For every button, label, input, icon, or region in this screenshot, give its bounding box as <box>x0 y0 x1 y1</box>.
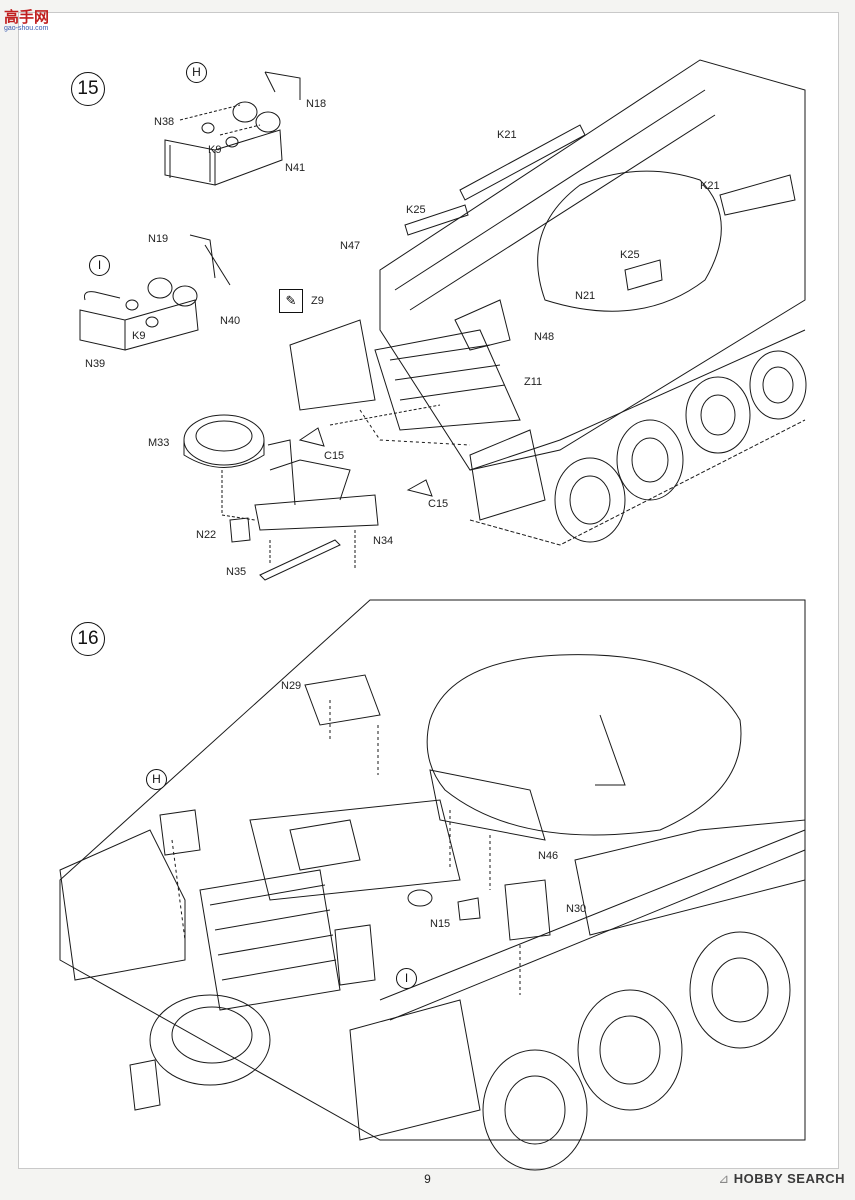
step-16-number: 16 <box>71 622 105 656</box>
hull-step16-illustration <box>59 599 806 1171</box>
part-label: K21 <box>497 129 517 141</box>
page-frame <box>18 12 839 1169</box>
part-label: N19 <box>148 233 169 245</box>
light-guard-h-illustration <box>164 71 301 186</box>
subassembly-i-marker: I <box>89 255 110 276</box>
part-label: Z9 <box>311 295 324 307</box>
part-label: M33 <box>148 437 170 449</box>
light-guard-i-illustration <box>79 234 231 351</box>
part-label: C15 <box>324 450 345 462</box>
part-label: N18 <box>306 98 327 110</box>
watermark-title: 高手网 <box>4 9 50 26</box>
watermark-url: gao-shou.com <box>4 25 49 32</box>
part-label: N21 <box>575 290 596 302</box>
subassembly-h-marker: H <box>146 769 167 790</box>
part-label: N35 <box>226 566 247 578</box>
part-label: K25 <box>620 249 640 261</box>
part-label: N40 <box>220 315 241 327</box>
part-label: N34 <box>373 535 394 547</box>
hobby-search-logo-icon: ⊿ <box>718 1171 730 1186</box>
part-label: K9 <box>208 144 222 156</box>
part-label: K25 <box>406 204 426 216</box>
subassembly-i-marker: I <box>396 968 417 989</box>
part-label: N41 <box>285 162 306 174</box>
hull-step15-illustration <box>289 59 807 546</box>
part-label: C15 <box>428 498 449 510</box>
watermark-logo: 高手网 gao-shou.com <box>4 6 49 32</box>
part-label: K21 <box>700 180 720 192</box>
glue-tool-icon: ✎ <box>279 289 303 313</box>
part-label: N39 <box>85 358 106 370</box>
part-label: K9 <box>132 330 146 342</box>
part-label: N22 <box>196 529 217 541</box>
part-label: N29 <box>281 680 302 692</box>
footer-brand-name: HOBBY SEARCH <box>733 1171 845 1186</box>
part-label: N46 <box>538 850 559 862</box>
part-label: N48 <box>534 331 555 343</box>
part-label: N15 <box>430 918 451 930</box>
page-number: 9 <box>424 1172 431 1186</box>
part-label: N38 <box>154 116 175 128</box>
part-label: Z11 <box>524 376 543 388</box>
part-label: N47 <box>340 240 361 252</box>
part-label: N30 <box>566 903 587 915</box>
step-15-number: 15 <box>71 72 105 106</box>
lower-parts-step15-illustration <box>183 414 433 581</box>
subassembly-h-marker: H <box>186 62 207 83</box>
footer-brand: ⊿ HOBBY SEARCH <box>718 1171 845 1187</box>
